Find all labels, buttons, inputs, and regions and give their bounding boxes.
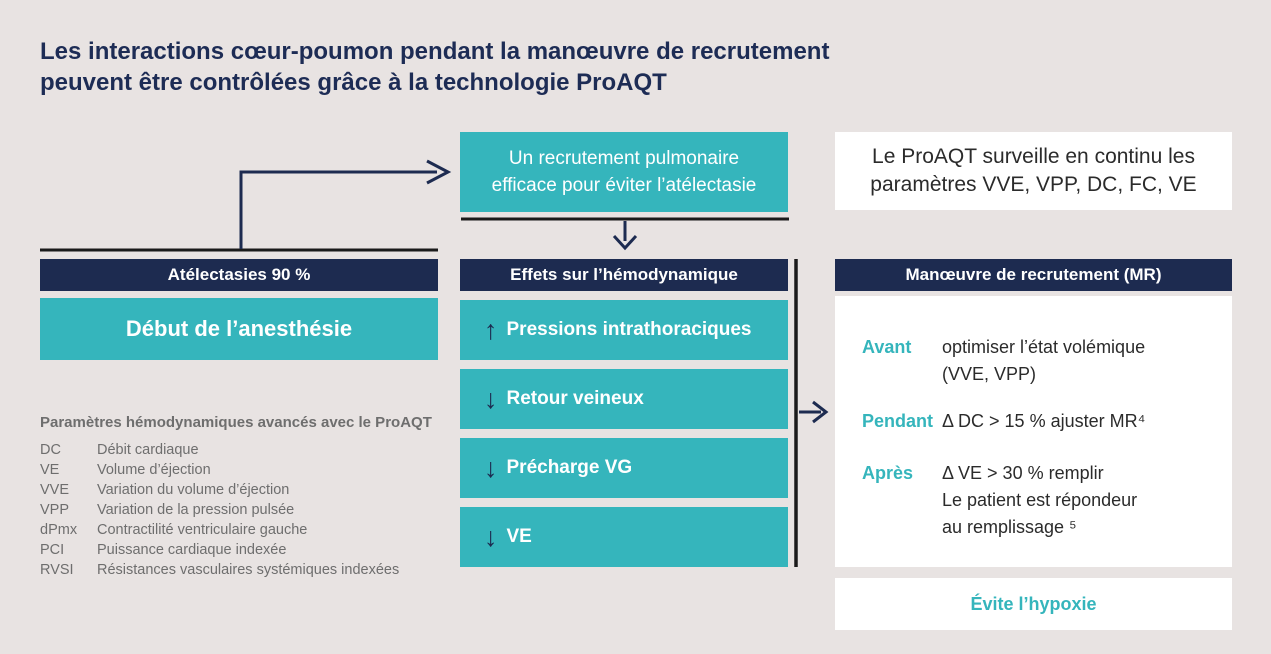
parameter-abbr: VPP [40, 502, 70, 518]
recruitment-goal-box: Un recrutement pulmonaire efficace pour … [460, 132, 788, 212]
step-avant: Avant optimiser l’état volémique (VVE, V… [862, 334, 1145, 388]
recruitment-maneuver-panel: Avant optimiser l’état volémique (VVE, V… [835, 296, 1232, 567]
step-description-line: optimiser l’état volémique [942, 337, 1146, 357]
recruitment-goal-line1: Un recrutement pulmonaire [508, 148, 740, 169]
step-description: Δ VE > 30 % remplir Le patient est répon… [942, 460, 1137, 541]
step-pendant: Pendant Δ DC > 15 % ajuster MR⁴ [862, 408, 1145, 435]
arrow-up-icon: ↑ [484, 314, 498, 345]
effect-precharge-vg: ↓ Précharge VG [460, 438, 788, 498]
proaqt-monitoring-line2: paramètres VVE, VPP, DC, FC, VE [870, 173, 1197, 196]
parameter-abbr: RVSI [40, 562, 74, 578]
effect-ve: ↓ VE [460, 507, 788, 567]
recruitment-goal-line2: efficace pour éviter l’atélectasie [491, 175, 757, 196]
outcome-box: Évite l’hypoxie [835, 578, 1232, 630]
page-title: Les interactions cœur-poumon pendant la … [40, 36, 829, 98]
step-description-line: (VVE, VPP) [942, 364, 1037, 384]
effect-retour-veineux: ↓ Retour veineux [460, 369, 788, 429]
elbow-arrow [239, 170, 437, 249]
parameter-label: Contractilité ventriculaire gauche [97, 522, 308, 538]
parameter-row: VE Volume d’éjection [40, 460, 450, 480]
parameter-row: DC Débit cardiaque [40, 440, 450, 460]
effect-pressions-intrathoraciques: ↑ Pressions intrathoraciques [460, 300, 788, 360]
parameter-abbr: VVE [40, 482, 70, 498]
parameter-row: PCI Puissance cardiaque indexée [40, 540, 450, 560]
down-arrow-head-icon [612, 234, 638, 251]
anesthesia-start-box: Début de l’anesthésie [40, 298, 438, 360]
step-apres: Après Δ VE > 30 % remplir Le patient est… [862, 460, 1137, 541]
effect-label: VE [506, 526, 532, 547]
parameter-row: dPmx Contractilité ventriculaire gauche [40, 520, 450, 540]
parameter-label: Volume d’éjection [97, 462, 211, 478]
step-label: Avant [862, 337, 912, 357]
parameter-abbr: PCI [40, 542, 65, 558]
proaqt-monitoring-box: Le ProAQT surveille en continu les param… [835, 132, 1232, 210]
parameter-row: RVSI Résistances vasculaires systémiques… [40, 560, 450, 580]
header-manoeuvre-recrutement: Manœuvre de recrutement (MR) [835, 259, 1232, 291]
parameter-abbr: dPmx [40, 522, 78, 538]
parameter-label: Résistances vasculaires systémiques inde… [97, 562, 400, 578]
arrow-down-icon: ↓ [484, 383, 498, 414]
parameter-row: VVE Variation du volume d’éjection [40, 480, 450, 500]
parameter-label: Variation du volume d’éjection [97, 482, 290, 498]
page-title-line2: peuvent être contrôlées grâce à la techn… [40, 69, 667, 96]
step-description-line: Δ VE > 30 % remplir [942, 463, 1104, 483]
step-description: optimiser l’état volémique (VVE, VPP) [942, 334, 1145, 388]
parameter-row: VPP Variation de la pression pulsée [40, 500, 450, 520]
parameter-label: Débit cardiaque [97, 442, 199, 458]
parameter-label: Puissance cardiaque indexée [97, 542, 287, 558]
right-arrow-head-icon [812, 400, 829, 424]
step-label: Pendant [862, 411, 934, 431]
step-label: Après [862, 463, 914, 483]
step-description-line: Δ DC > 15 % ajuster MR⁴ [942, 411, 1146, 431]
parameter-abbr: DC [40, 442, 61, 458]
elbow-arrow-head-icon [426, 159, 452, 185]
effect-label: Retour veineux [506, 388, 644, 409]
page-title-line1: Les interactions cœur-poumon pendant la … [40, 38, 830, 65]
parameter-label: Variation de la pression pulsée [97, 502, 295, 518]
parameter-abbr: VE [40, 462, 60, 478]
effect-label: Précharge VG [506, 457, 633, 478]
step-description-line: Le patient est répondeur [942, 490, 1138, 510]
header-effets-hemodynamique: Effets sur l’hémodynamique [460, 259, 788, 291]
arrow-down-icon: ↓ [484, 452, 498, 483]
step-description-line: au remplissage ⁵ [942, 517, 1077, 537]
parameters-legend-heading: Paramètres hémodynamiques avancés avec l… [40, 414, 432, 431]
step-description: Δ DC > 15 % ajuster MR⁴ [942, 408, 1145, 435]
effect-label: Pressions intrathoraciques [506, 319, 752, 340]
parameters-legend: Paramètres hémodynamiques avancés avec l… [40, 413, 450, 580]
arrow-down-icon: ↓ [484, 521, 498, 552]
proaqt-monitoring-line1: Le ProAQT surveille en continu les [872, 145, 1195, 168]
header-atelectasies: Atélectasies 90 % [40, 259, 438, 291]
